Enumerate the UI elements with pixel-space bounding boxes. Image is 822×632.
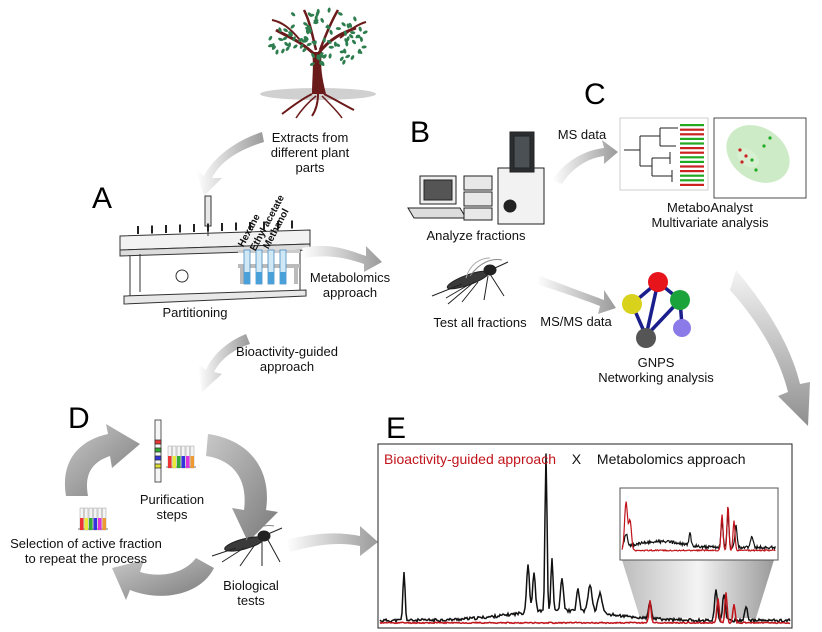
zoom-inset [619, 487, 779, 561]
network-node-yellow [622, 294, 642, 314]
fraction-tubes-icon [166, 445, 196, 469]
dendrogram-plot [619, 117, 709, 191]
network-node-purple [673, 319, 691, 337]
mosquito-icon [431, 257, 509, 305]
chromatogram-bioactivity-trace [379, 592, 791, 625]
network-node-green [670, 290, 690, 310]
gnps-network [622, 272, 691, 348]
network-node-red [648, 272, 668, 292]
purification-cycle [64, 424, 278, 600]
arrow-metabolomics [302, 245, 382, 272]
ms-instrument-icon [407, 131, 545, 225]
panel-label-e: E [386, 412, 407, 445]
ms-data-label: MS data [557, 127, 607, 142]
selected-fraction-tubes-icon [78, 507, 108, 531]
metabolomics-approach-title: Metabolomics approach [596, 451, 746, 467]
panel-label-b: B [410, 116, 431, 149]
partitioning-label: Partitioning [162, 305, 228, 320]
arrow-ms-data [552, 140, 618, 184]
inset-metabolomics-trace [621, 513, 776, 551]
msms-data-label: MS/MS data [540, 314, 612, 329]
panel-label-d: D [68, 402, 90, 435]
test-fractions-label: Test all fractions [433, 315, 527, 330]
column-icon [154, 419, 162, 483]
panel-label-c: C [584, 78, 606, 111]
inset-bioactivity-trace [621, 501, 776, 553]
arrow-to-chromatogram [286, 526, 378, 556]
analyze-fractions-label: Analyze fractions [426, 228, 526, 243]
bioactivity-approach-title: Bioactivity-guided approach [384, 451, 556, 467]
comparison-title: Bioactivity-guided approach X Metabolomi… [384, 452, 784, 467]
arrow-extracts [196, 132, 264, 196]
chromatogram-metabolomics-trace [379, 453, 791, 624]
network-node-gray [636, 328, 656, 348]
arrow-bioactivity [198, 334, 250, 392]
tree-icon [260, 7, 376, 119]
mosquito-small-icon [211, 525, 283, 567]
partitioning-apparatus-icon [119, 195, 311, 305]
zoom-funnel [622, 560, 774, 618]
panel-label-a: A [92, 182, 113, 215]
solvent-tubes-icon [238, 249, 300, 285]
pca-plot [713, 117, 807, 199]
arrow-msms-data [536, 276, 616, 314]
chromatogram-panel [377, 443, 793, 629]
arrow-to-comparison [730, 270, 810, 426]
versus-separator: X [571, 451, 582, 467]
